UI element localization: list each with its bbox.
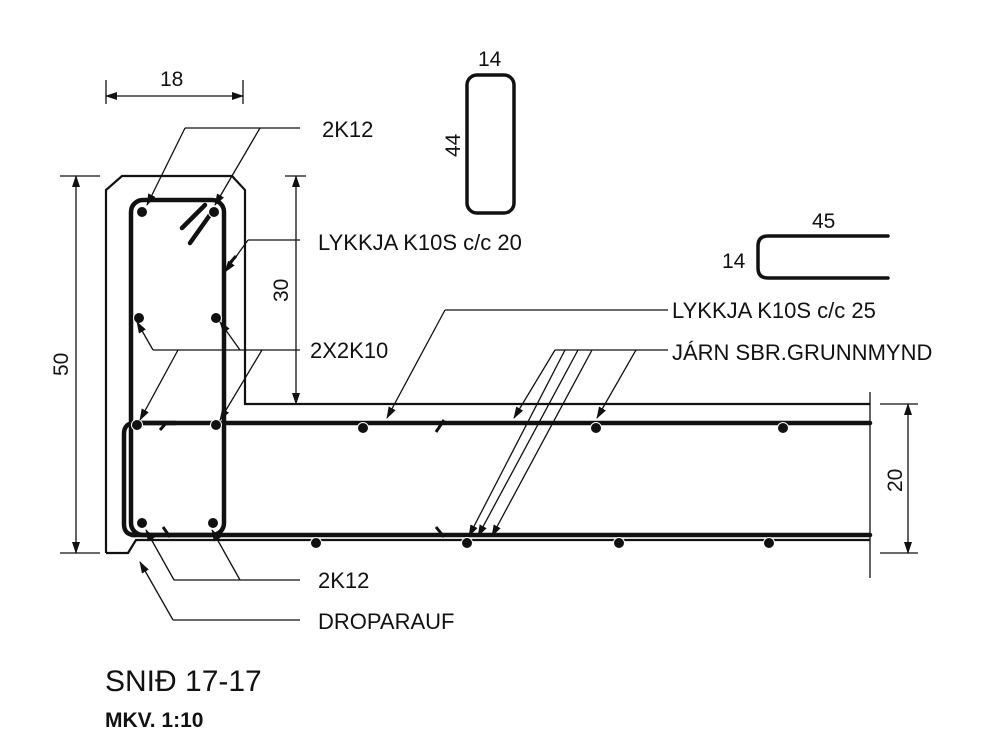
dim-top-width-text: 18 xyxy=(160,68,183,91)
stirrup-hooks xyxy=(179,202,215,246)
hook-length-text: 45 xyxy=(812,210,835,233)
dim-top-width: 18 xyxy=(105,68,244,104)
leader-top-bars xyxy=(146,127,300,206)
stirrup-detail: 14 44 xyxy=(442,48,516,215)
leader-slab-bars xyxy=(468,349,668,537)
callout-side-bars: 2X2K10 xyxy=(310,338,388,363)
bar-dots xyxy=(131,206,789,549)
dim-upper-height-text: 30 xyxy=(270,279,293,302)
leader-stirrup-slab xyxy=(386,309,668,419)
hook-height-text: 14 xyxy=(722,250,746,273)
callout-bottom-bars: 2K12 xyxy=(318,568,369,593)
callout-stirrup-upper: LYKKJA K10S c/c 20 xyxy=(318,230,522,255)
leader-stirrup-upper xyxy=(224,239,300,273)
section-scale: MKV. 1:10 xyxy=(105,709,203,732)
dim-slab-thickness: 20 xyxy=(880,403,918,554)
section-title: SNIÐ 17-17 xyxy=(105,665,262,698)
callout-stirrup-slab: LYKKJA K10S c/c 25 xyxy=(672,298,876,323)
slab-u-hook xyxy=(121,420,178,538)
slab-stirrup-ticks xyxy=(158,255,446,538)
dim-total-height-text: 50 xyxy=(50,353,73,376)
dim-upper-height: 30 xyxy=(270,175,306,405)
stirrup-width-text: 14 xyxy=(478,48,502,71)
dim-slab-thickness-text: 20 xyxy=(884,469,907,492)
callout-top-bars: 2K12 xyxy=(322,117,373,142)
callout-drip-groove: DROPARAUF xyxy=(318,609,455,634)
callout-slab-bars: JÁRN SBR.GRUNNMYND xyxy=(672,340,932,365)
hook-detail: 45 14 xyxy=(722,210,890,280)
stirrup-height-text: 44 xyxy=(442,133,465,157)
dim-total-height: 50 xyxy=(50,175,100,554)
stirrup-upper xyxy=(128,197,227,538)
leader-bottom-bars xyxy=(145,529,300,581)
leader-drip-groove xyxy=(139,561,300,621)
leader-side-bars xyxy=(136,321,300,421)
